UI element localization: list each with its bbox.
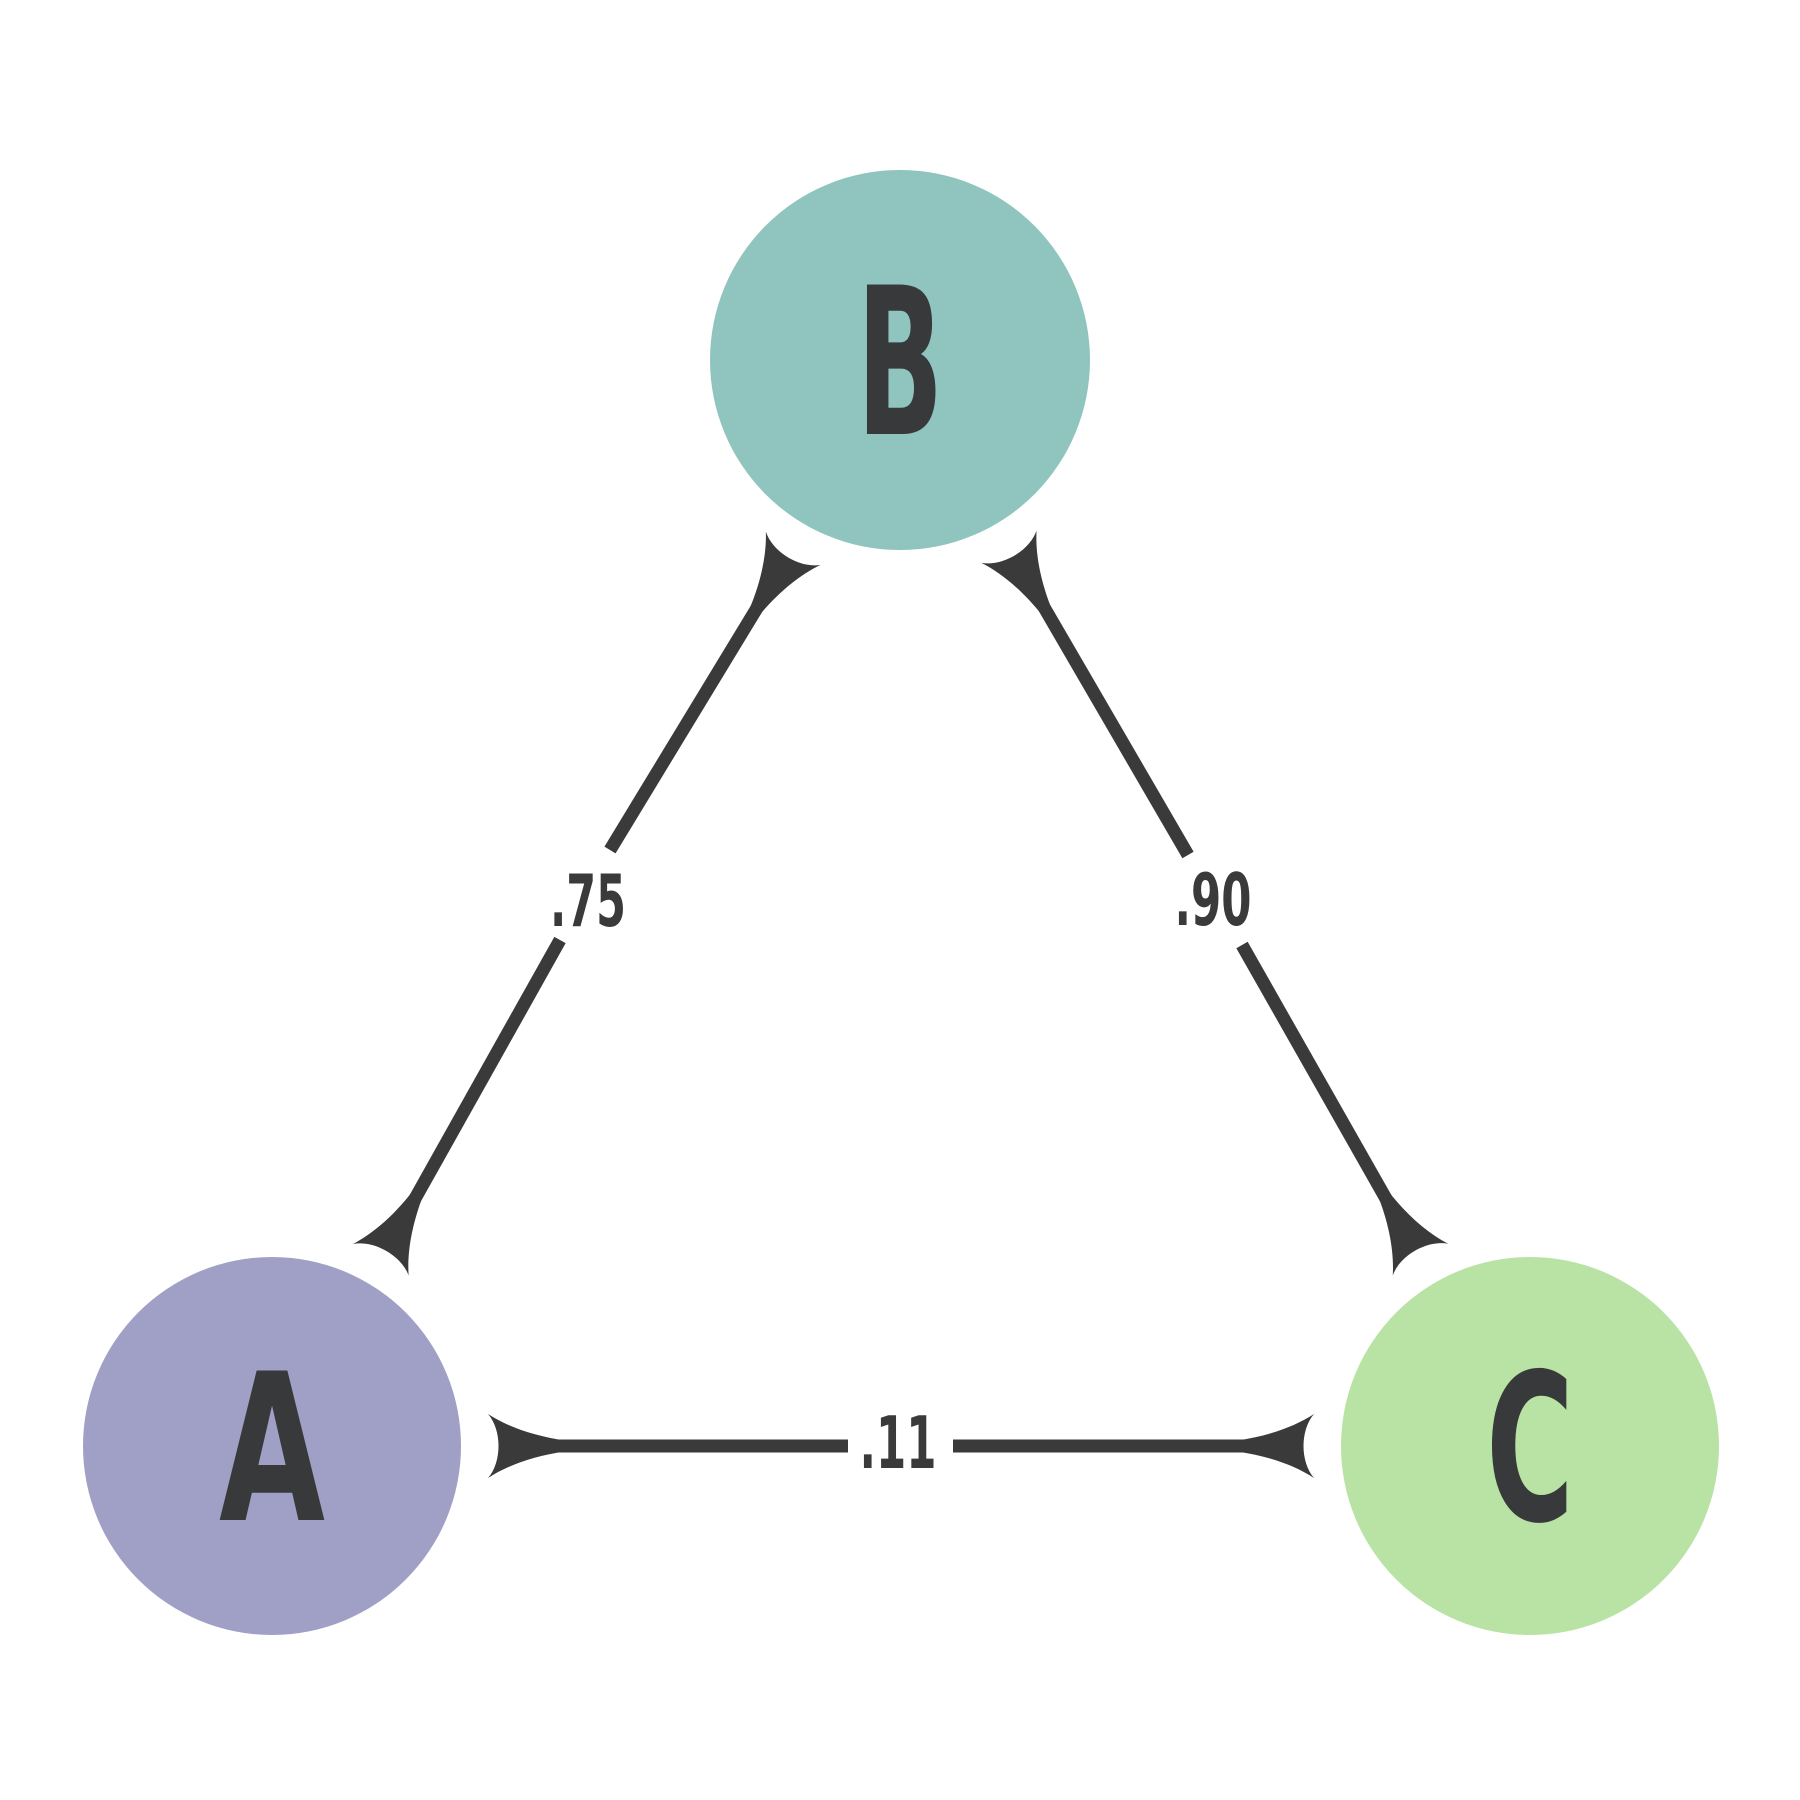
node-a: A bbox=[83, 1257, 461, 1635]
edge-a-b-segment-near-a bbox=[352, 936, 566, 1276]
edge-b-c-weight-label: .90 bbox=[1175, 858, 1252, 942]
edge-a-b-weight-label: .75 bbox=[550, 859, 626, 943]
edge-a-b: .75 bbox=[352, 531, 821, 1276]
node-b-label: B bbox=[857, 245, 944, 483]
node-c: C bbox=[1341, 1257, 1719, 1635]
node-b: B bbox=[710, 170, 1090, 550]
node-c-circle bbox=[1341, 1257, 1719, 1635]
node-c-label: C bbox=[1486, 1331, 1574, 1569]
node-a-label: A bbox=[219, 1331, 325, 1569]
node-a-circle bbox=[83, 1257, 461, 1635]
edge-a-c-weight-label: .11 bbox=[860, 1401, 937, 1485]
edge-a-b-segment-near-b bbox=[604, 531, 821, 854]
node-b-circle bbox=[710, 170, 1090, 550]
edge-b-c-segment-near-c bbox=[1236, 941, 1449, 1276]
edge-a-c: .11 bbox=[488, 1401, 1314, 1485]
edge-b-c-segment-near-b bbox=[981, 530, 1194, 859]
edge-b-c: .90 bbox=[981, 530, 1449, 1276]
